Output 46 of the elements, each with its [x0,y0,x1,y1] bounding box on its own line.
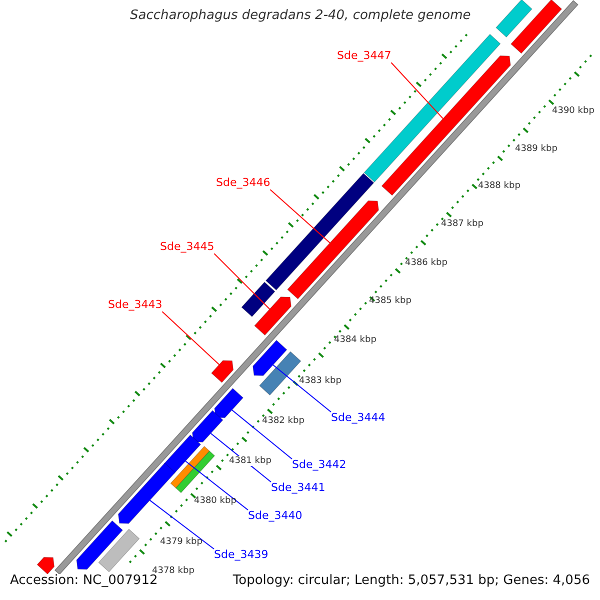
scale-label: 4382 kbp [262,416,304,426]
genome-title: Saccharophagus degradans 2-40, complete genome [130,9,471,24]
gene-feature [170,446,210,488]
scale-label: 4388 kbp [478,181,520,192]
leader-line [214,253,270,310]
scale-label: 4381 kbp [228,456,272,466]
gene-feature [211,360,234,383]
gene-feature [175,450,216,494]
gene-label: Sde_3443 [108,299,162,312]
gene-label: Sde_3441 [271,482,326,495]
scale-label: 4386 kbp [405,258,448,268]
leader-line [390,62,444,120]
scale-label: 4385 kbp [369,296,412,306]
scale-label: 4389 kbp [515,144,558,154]
gene-feature [254,296,292,336]
scale-label: 4383 kbp [299,376,342,386]
gene-label: Sde_3444 [331,412,386,425]
leader-line [149,500,214,550]
gene-label: Sde_3442 [292,459,346,472]
gene-feature [76,520,124,570]
genome-stats: Topology: circular; Length: 5,057,531 bp; Genes: 4,056 [230,574,592,589]
gene-label: Sde_3439 [214,549,268,562]
leader-line [185,460,248,510]
gene-feature [252,340,288,376]
gene-label: Sde_3447 [337,50,392,63]
leader-line [270,189,330,244]
gene-label: Sde_3440 [248,510,302,523]
gene-feature [496,0,532,38]
gene-feature [510,0,562,54]
gene-feature [259,351,302,396]
scale-label: 4380 kbp [194,496,236,506]
scale-label: 4379 kbp [160,537,202,548]
gene-label: Sde_3446 [216,177,270,190]
leader-line [272,364,332,412]
scale-label: 4390 kbp [552,106,594,116]
gene-feature [214,388,244,418]
gene-feature [98,528,140,572]
gene-feature [164,434,202,474]
gene-feature [118,462,176,524]
gene-label: Sde_3445 [160,241,214,254]
scale-label: 4387 kbp [441,219,484,230]
leader-line [162,311,220,366]
gene-feature [241,282,276,318]
gene-feature [192,410,224,442]
leader-line [231,410,292,460]
scale-label: 4384 kbp [334,335,376,346]
